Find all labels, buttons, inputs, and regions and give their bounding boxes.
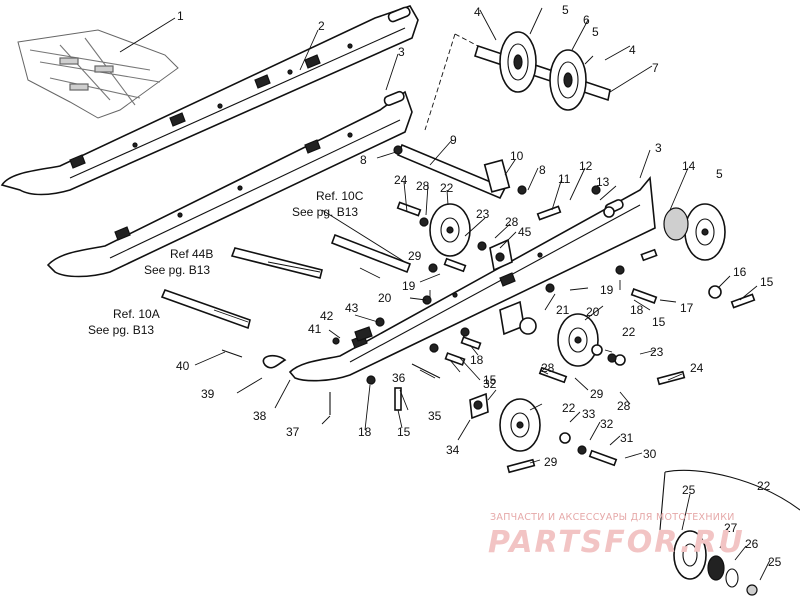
part-1-panel [17,29,179,119]
idler-wheels [429,203,800,596]
callout-33: 33 [582,407,596,421]
ref-10c-page: See pg. B13 [292,205,358,219]
hardware [221,145,756,474]
callout-45: 45 [518,225,532,239]
callout-5: 5 [716,167,723,181]
callout-32: 32 [600,417,614,431]
watermark-brand: PARTSFOR.RU [488,525,745,560]
leader-lines [119,7,771,581]
ref-10a-label: Ref. 10A [113,307,160,321]
callout-12: 12 [579,159,593,173]
callout-2: 2 [318,19,325,33]
ref-44b-page: See pg. B13 [144,263,210,277]
callout-labels: 1 2 3 3 4 4 5 5 5 6 7 8 8 9 10 11 12 13 … [176,3,782,569]
callout-1: 1 [177,9,184,23]
callout-24: 24 [690,361,704,375]
callout-43: 43 [345,301,359,315]
callout-34: 34 [446,443,460,457]
callout-15: 15 [483,373,497,387]
callout-4: 4 [474,5,481,19]
callout-3: 3 [655,141,662,155]
ref-10c-label: Ref. 10C [316,189,364,203]
callout-28: 28 [617,399,631,413]
ref-10a-page: See pg. B13 [88,323,154,337]
callout-19: 19 [402,279,416,293]
callout-11: 11 [558,172,571,186]
callout-9: 9 [450,133,457,147]
callout-8: 8 [360,153,367,167]
callout-21: 21 [556,303,570,317]
reference-notes: Ref. 10C See pg. B13 Ref 44B See pg. B13… [88,189,364,337]
callout-14: 14 [682,159,696,173]
callout-22: 22 [440,181,454,195]
callout-20: 20 [586,305,600,319]
callout-38: 38 [253,409,267,423]
callout-22: 22 [757,479,771,493]
callout-28: 28 [416,179,430,193]
callout-41: 41 [308,322,322,336]
callout-28: 28 [505,215,519,229]
callout-35: 35 [428,409,442,423]
watermark-caption: ЗАПЧАСТИ И АКСЕССУАРЫ ДЛЯ МОТОТЕХНИКИ [490,512,735,523]
callout-5: 5 [592,25,599,39]
part-2-upper-rail [0,5,419,196]
callout-20: 20 [378,291,392,305]
callout-17: 17 [680,301,694,315]
callout-31: 31 [620,431,634,445]
callout-16: 16 [733,265,747,279]
callout-29: 29 [544,455,558,469]
callout-18: 18 [358,425,372,439]
callout-23: 23 [476,207,490,221]
callout-15: 15 [652,315,666,329]
callout-23: 23 [650,345,664,359]
callout-15: 15 [397,425,411,439]
callout-42: 42 [320,309,334,323]
callout-25: 25 [768,555,782,569]
callout-26: 26 [745,537,759,551]
callout-5: 5 [562,3,569,17]
callout-19: 19 [600,283,614,297]
callout-13: 13 [596,175,610,189]
callout-32: 32 [483,377,497,391]
callout-40: 40 [176,359,190,373]
callout-29: 29 [590,387,604,401]
callout-6: 6 [583,13,590,27]
callout-25: 25 [682,483,696,497]
callout-28: 28 [541,361,555,375]
callout-18: 18 [470,353,484,367]
top-wheel-assembly [424,31,611,131]
callout-3: 3 [398,45,405,59]
callout-15: 15 [760,275,774,289]
callout-7: 7 [652,61,659,75]
callout-4: 4 [629,43,636,57]
ref-44b-label: Ref 44B [170,247,213,261]
callout-27: 27 [724,521,738,535]
callout-18: 18 [630,303,644,317]
callout-29: 29 [408,249,422,263]
callout-37: 37 [286,425,300,439]
callout-10: 10 [510,149,524,163]
callout-39: 39 [201,387,215,401]
callout-22: 22 [562,401,576,415]
callout-22: 22 [622,325,636,339]
callout-8: 8 [539,163,546,177]
callout-30: 30 [643,447,657,461]
callout-24: 24 [394,173,408,187]
callout-36: 36 [392,371,406,385]
part-3-middle-rail [46,90,413,278]
watermark: ЗАПЧАСТИ И АКСЕССУАРЫ ДЛЯ МОТОТЕХНИКИ PA… [488,512,745,560]
